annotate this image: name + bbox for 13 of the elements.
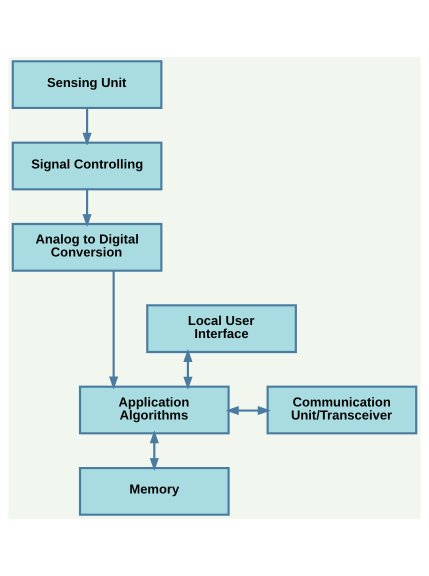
arrow	[109, 270, 118, 390]
node-box: Sensing Unit	[12, 60, 162, 110]
node-box: Application Algorithms	[78, 386, 230, 434]
arrow	[226, 406, 271, 416]
node-box: Analog to Digital Conversion	[12, 222, 162, 272]
node-box: Signal Controlling	[12, 142, 162, 190]
node-box: Local User Interface	[146, 304, 297, 354]
arrow	[183, 348, 192, 390]
arrow	[82, 108, 92, 146]
arrow	[82, 190, 92, 228]
node-box: Memory	[78, 466, 230, 516]
node-box: Communication Unit/Transceiver	[266, 386, 418, 434]
arrow	[150, 430, 159, 472]
